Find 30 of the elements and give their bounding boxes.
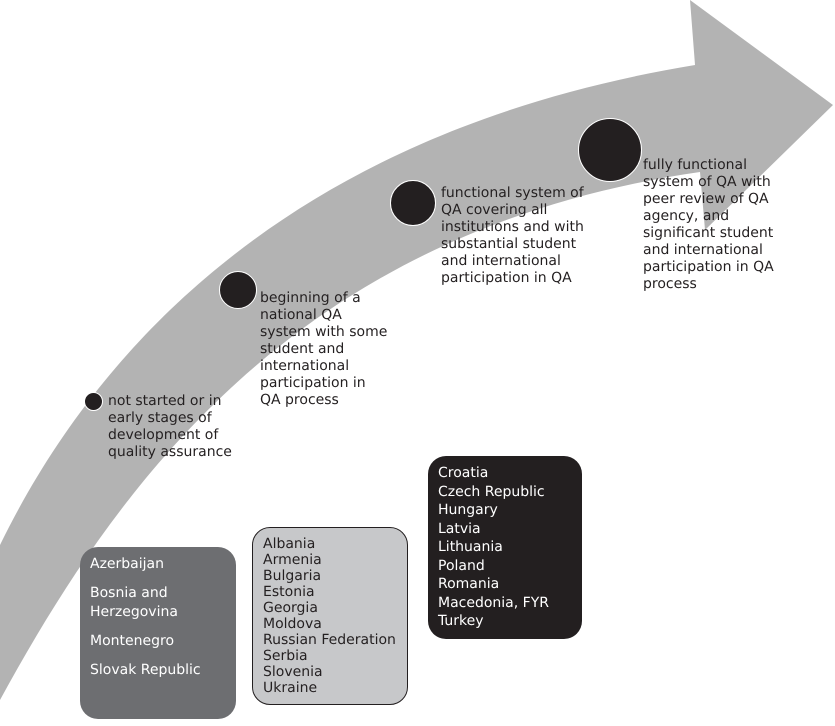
stage-description: not started or in early stages of development of quality assurance [108, 393, 233, 461]
country-list-panel [252, 527, 408, 705]
country-list-panel [80, 547, 236, 719]
country-name: Latvia [438, 520, 481, 538]
country-name: Slovenia [263, 664, 323, 680]
country-name: Estonia [263, 584, 315, 600]
country-name: Moldova [263, 616, 322, 632]
country-name: Georgia [263, 600, 318, 616]
country-name: Armenia [263, 552, 322, 568]
country-name: Bulgaria [263, 568, 322, 584]
country-name: Macedonia, FYR [438, 594, 549, 612]
country-name: Serbia [263, 648, 308, 664]
country-name: Czech Republic [438, 482, 545, 501]
stage-description: beginning of a national QA system with some student and international participation in QA process [260, 290, 388, 409]
country-name: Slovak Republic [90, 661, 201, 680]
country-list-panel [428, 456, 582, 638]
country-name: Albania [263, 536, 316, 552]
country-name: Montenegro [90, 632, 174, 651]
country-name: Romania [438, 575, 500, 594]
country-name: Turkey [438, 612, 484, 630]
country-name: Lithuania [438, 538, 503, 556]
country-name: Poland [438, 556, 485, 575]
country-name: Croatia [438, 464, 488, 482]
country-name: Russian Federation [263, 632, 396, 648]
country-name: Hungary [438, 501, 498, 520]
country-name: Azerbaijan [90, 555, 164, 574]
stage-description: functional system of QA covering all institutions and with substantial student and international participation in QA [441, 185, 585, 287]
stage-description: fully functional system of QA with peer review of QA agency, and significant student and international participation in QA process [643, 157, 775, 293]
country-name: Bosnia and Herzegovina [90, 584, 179, 622]
country-name: Ukraine [263, 680, 318, 696]
